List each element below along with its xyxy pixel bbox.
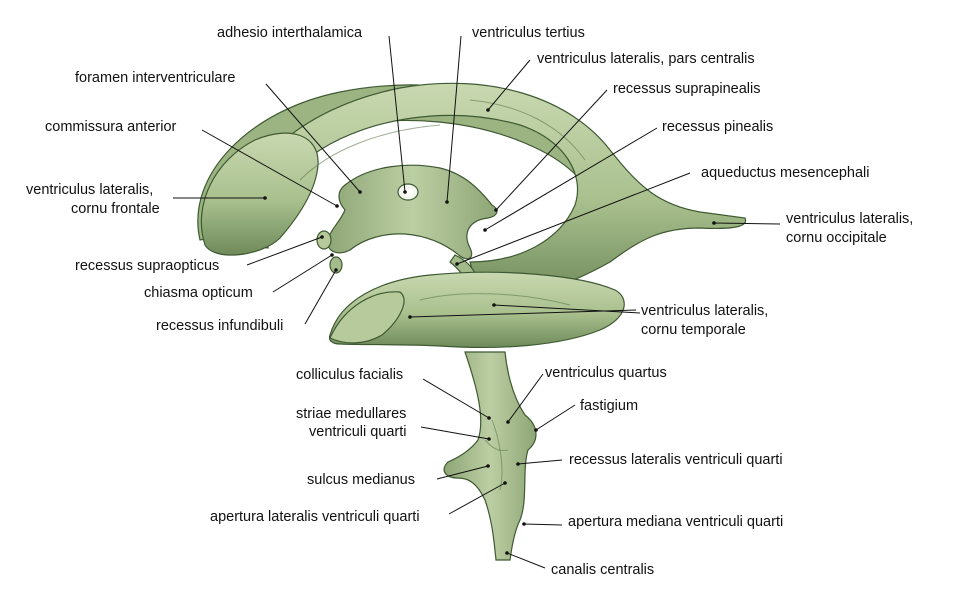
label-apertura-mediana: apertura mediana ventriculi quarti bbox=[568, 514, 783, 530]
lateral-ventricle-central-arc bbox=[236, 82, 747, 299]
label-foramen-interventriculare: foramen interventriculare bbox=[75, 70, 235, 86]
third-ventricle-shape bbox=[327, 164, 498, 260]
label-colliculus-facialis: colliculus facialis bbox=[296, 367, 403, 383]
label-recessus-suprapinealis: recessus suprapinealis bbox=[613, 81, 761, 97]
cornu-temporale-tip bbox=[329, 291, 405, 344]
label-apertura-lateralis: apertura lateralis ventriculi quarti bbox=[210, 509, 420, 525]
label-cornu-frontale-line1: ventriculus lateralis, bbox=[26, 182, 153, 198]
fourth-ventricle-shape bbox=[443, 351, 537, 561]
label-recessus-lateralis: recessus lateralis ventriculi quarti bbox=[569, 452, 783, 468]
label-pars-centralis: ventriculus lateralis, pars centralis bbox=[537, 51, 755, 67]
label-sulcus-medianus: sulcus medianus bbox=[307, 472, 415, 488]
leader-lines bbox=[173, 35, 781, 569]
label-adhesio-interthalamica: adhesio interthalamica bbox=[217, 25, 363, 41]
labels: adhesio interthalamica ventriculus terti… bbox=[26, 25, 913, 578]
label-recessus-pinealis: recessus pinealis bbox=[662, 119, 773, 135]
leader-dots bbox=[263, 108, 716, 555]
label-chiasma-opticum: chiasma opticum bbox=[144, 285, 253, 301]
label-recessus-supraopticus: recessus supraopticus bbox=[75, 258, 219, 274]
cornu-temporale-shape bbox=[328, 271, 625, 349]
label-striae-line1: striae medullares bbox=[296, 406, 406, 422]
label-cornu-frontale-line2: cornu frontale bbox=[71, 201, 160, 217]
label-cornu-occipitale-line2: cornu occipitale bbox=[786, 230, 887, 246]
label-cornu-temporale-line1: ventriculus lateralis, bbox=[641, 303, 768, 319]
recessus-supraopticus-shape bbox=[316, 230, 332, 250]
label-cornu-temporale-line2: cornu temporale bbox=[641, 322, 746, 338]
label-ventriculus-tertius: ventriculus tertius bbox=[472, 25, 585, 41]
label-striae-line2: ventriculi quarti bbox=[309, 424, 407, 440]
label-ventriculus-quartus: ventriculus quartus bbox=[545, 365, 667, 381]
label-fastigium: fastigium bbox=[580, 398, 638, 414]
label-cornu-occipitale-line1: ventriculus lateralis, bbox=[786, 211, 913, 227]
label-canalis-centralis: canalis centralis bbox=[551, 562, 654, 578]
ventricle-illustration bbox=[197, 82, 747, 561]
label-aqueductus-mesencephali: aqueductus mesencephali bbox=[701, 165, 869, 181]
label-recessus-infundibuli: recessus infundibuli bbox=[156, 318, 283, 334]
recessus-infundibuli-shape bbox=[329, 256, 343, 274]
cornu-frontale-shape bbox=[200, 132, 319, 256]
label-commissura-anterior: commissura anterior bbox=[45, 119, 177, 135]
